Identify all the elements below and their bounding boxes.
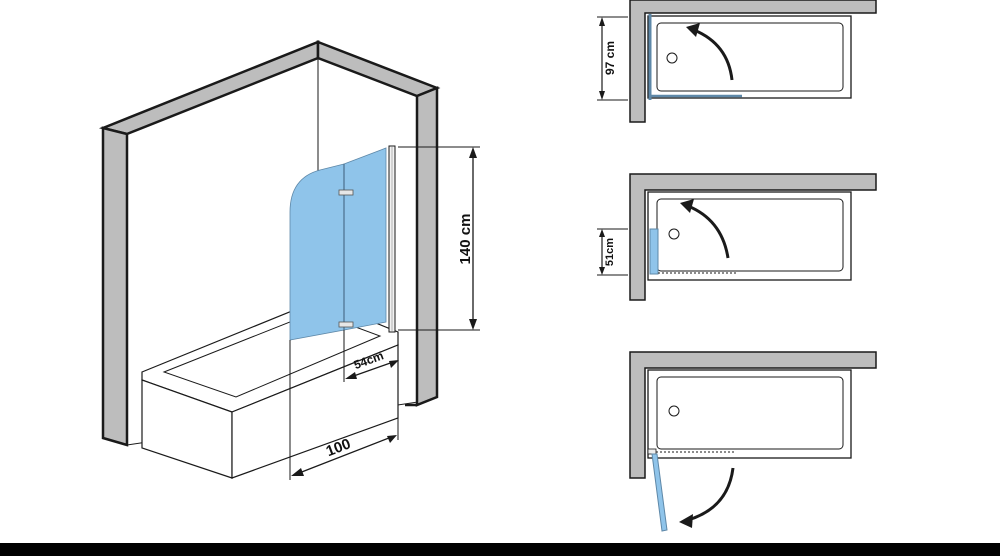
glass-screen [289,145,396,341]
height-label: 140 cm [457,214,474,265]
bottom-bar [0,543,1000,556]
plan-outward-wall [629,351,877,479]
plan-outward-drain [668,405,680,417]
folded-clearance-label: 51cm [604,238,616,266]
glass-panel-inner [289,163,345,341]
plan-open-arrow [693,28,734,81]
tub-width-dimension: 100 [289,340,399,480]
open-clearance-label: 97 cm [603,41,617,75]
glass-panel-outer [343,147,387,331]
right-wall-front [415,86,439,407]
plan-outward [629,351,877,532]
left-wall-front [101,126,129,447]
height-dimension: 140 cm [398,146,480,331]
hinge-bottom [338,321,354,328]
plan-outward-arrow [687,467,735,522]
plan-outward-panel [651,453,668,532]
plan-open-drain [666,52,678,64]
plan-open-tub-inner [656,22,844,92]
plan-folded: 51cm [597,173,877,301]
isometric-view: 140 cm 54cm 100 [98,40,480,480]
hinge-top [338,189,354,196]
plan-folded-tub-inner [656,198,844,272]
plan-folded-drain [668,228,680,240]
plan-outward-tub-inner [656,376,844,450]
plan-open-wall [629,0,877,123]
plan-open: 97 cm [597,0,877,123]
panel-width-dimension: 54cm [343,330,399,382]
plan-folded-wall [629,173,877,301]
plan-folded-arrow [687,204,730,259]
